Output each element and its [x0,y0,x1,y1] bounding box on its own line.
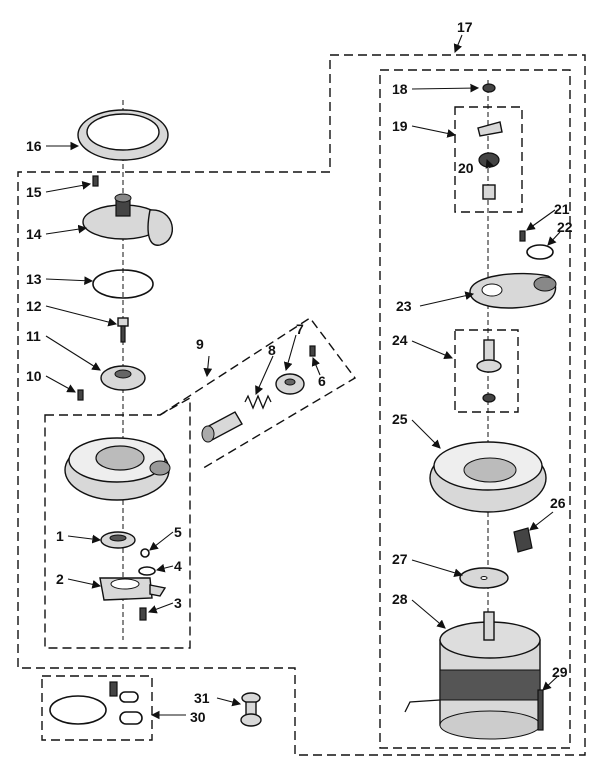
leader-lines [45,34,561,720]
callout-4: 4 [174,558,182,574]
pump-group-outline [44,396,191,649]
callout-31: 31 [194,690,210,706]
callout-1: 1 [56,528,64,544]
part-9-valve [201,411,243,443]
group-19-outline [454,106,523,213]
part-24-shaft [476,339,502,403]
part-3-screw [139,607,147,621]
part-29-bolt [537,689,544,731]
part-1-bearing [100,531,136,549]
callout-11: 11 [26,328,41,344]
callout-24: 24 [392,332,408,348]
callout-14: 14 [26,226,42,242]
callout-2: 2 [56,571,64,587]
callout-28: 28 [392,591,408,607]
callout-5: 5 [174,524,182,540]
part-15-screw [92,175,99,187]
callout-16: 16 [26,138,42,154]
callout-15: 15 [26,184,42,200]
part-20-spring [478,152,500,200]
callout-25: 25 [392,411,408,427]
callout-17: 17 [457,19,473,35]
part-6-screw [309,345,316,357]
callout-7: 7 [296,321,304,337]
inner-motor-group-outline [379,69,571,749]
callout-23: 23 [396,298,412,314]
part-30-seal-kit [49,681,143,725]
callout-labels: 16 15 14 13 12 11 10 1 2 5 4 3 9 8 7 6 1… [26,19,573,725]
part-10-screw [77,389,84,401]
part-21-screw [519,230,526,242]
callout-30: 30 [190,709,206,725]
part-12-bolt [117,317,129,343]
callout-20: 20 [458,160,474,176]
callout-10: 10 [26,368,42,384]
assembly-17-outline [17,54,586,756]
part-7-cap [275,373,305,395]
callout-12: 12 [26,298,42,314]
part-2-bracket [99,577,167,601]
group-24-outline [454,329,519,413]
callout-21: 21 [554,201,570,217]
callout-3: 3 [174,595,182,611]
callout-9: 9 [196,336,204,352]
callout-13: 13 [26,271,42,287]
part-8-spring [244,394,272,410]
part-22-seal [526,244,554,260]
callout-26: 26 [550,495,566,511]
part-4-washer [138,566,156,576]
callout-19: 19 [392,118,408,134]
part-31-plug [240,692,262,727]
group-9-outline [159,317,357,471]
callout-27: 27 [392,551,408,567]
part-11-impeller [100,365,146,391]
part-18-nut [482,83,496,93]
callout-29: 29 [552,664,568,680]
callout-6: 6 [318,373,326,389]
part-19-clip [477,121,503,137]
part-27-washer [459,567,509,589]
part-16-ring [77,109,169,161]
part-25-base [429,441,547,513]
part-28-motor [404,611,541,740]
part-23-plate [469,272,557,309]
pump-housing [64,437,171,501]
callout-8: 8 [268,342,276,358]
part-5-ball [140,548,150,558]
callout-18: 18 [392,81,408,97]
callout-22: 22 [557,219,573,235]
part-14-cover [82,193,173,246]
part-26-bracket [513,527,533,553]
group-30-outline [41,675,153,741]
